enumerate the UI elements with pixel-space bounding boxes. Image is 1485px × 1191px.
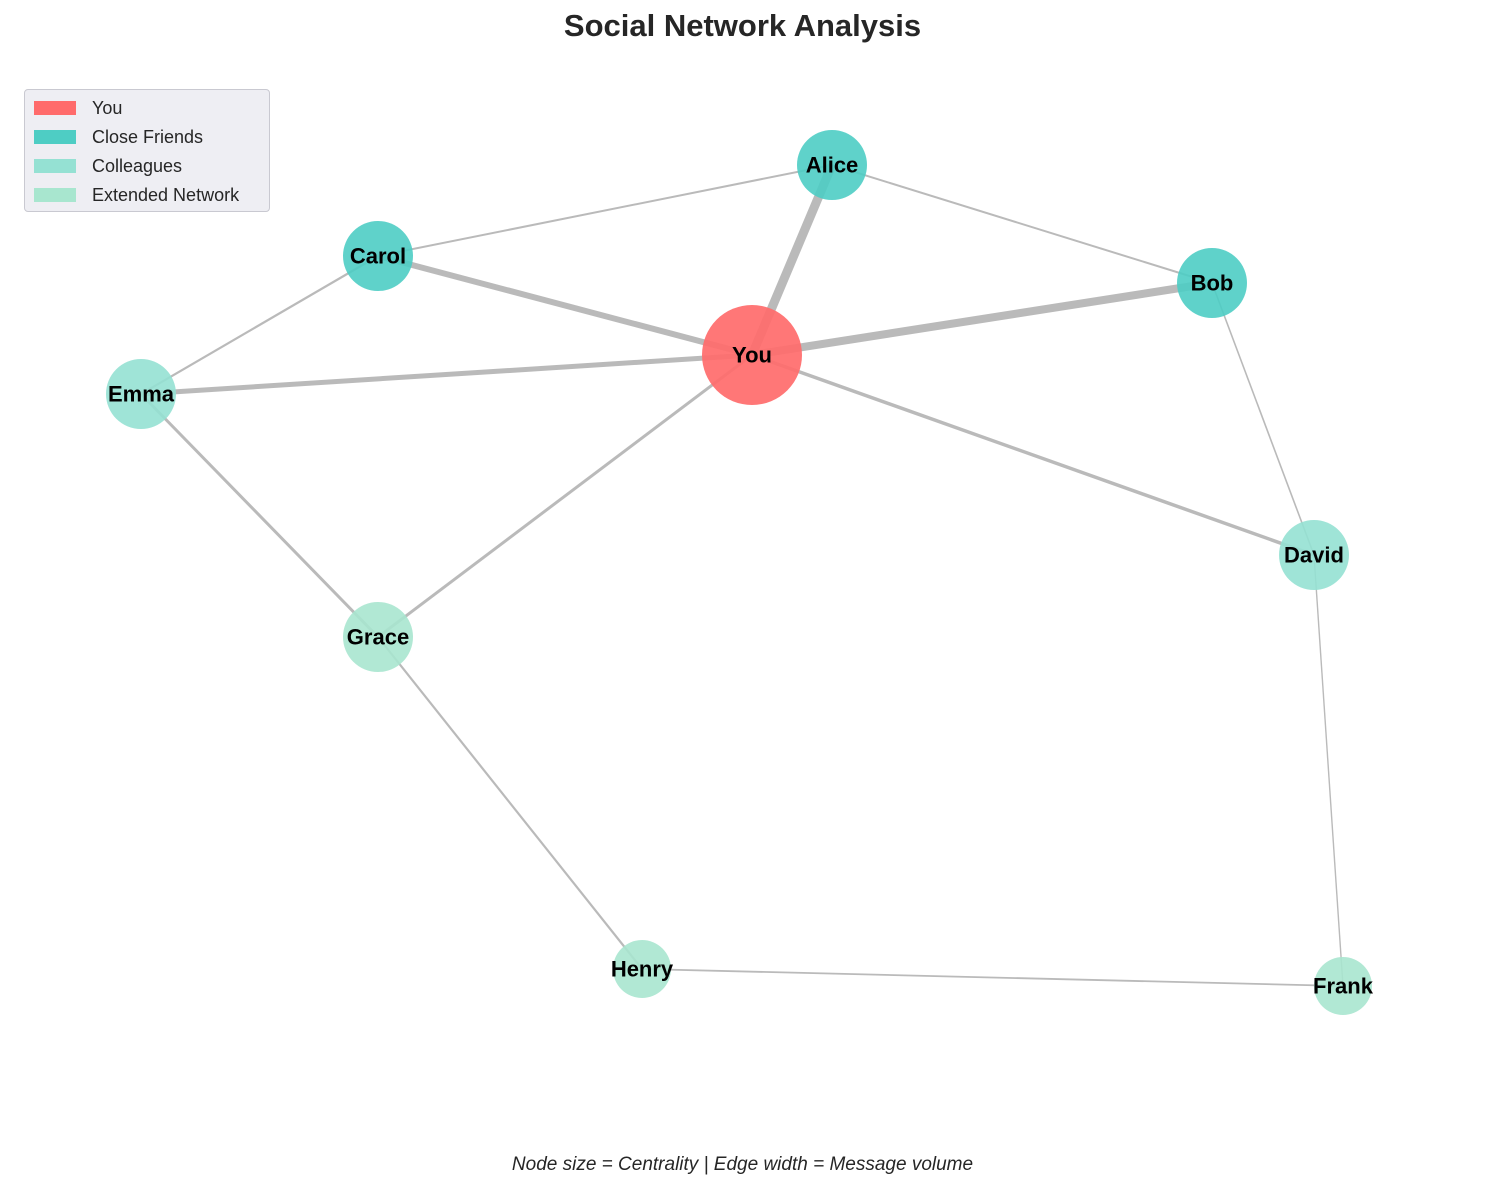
- node-label: Grace: [347, 625, 409, 650]
- node-circle: [702, 305, 802, 405]
- node-circle: [106, 359, 176, 429]
- legend-item-colleagues: Colleagues: [34, 154, 182, 178]
- edge-alice-bob: [831, 164, 1213, 284]
- node-label: Henry: [611, 957, 674, 982]
- edge-you-grace: [377, 353, 753, 639]
- edge-you-bob: [751, 279, 1213, 359]
- edge-you-carol: [377, 253, 753, 358]
- node-label: Frank: [1313, 974, 1374, 999]
- node-alice: Alice: [797, 130, 867, 200]
- legend-item-extended-network: Extended Network: [34, 183, 239, 207]
- legend-label: Extended Network: [92, 184, 240, 205]
- legend-item-you: You: [34, 96, 122, 120]
- node-circle: [797, 130, 867, 200]
- legend-swatch: [34, 159, 76, 173]
- legend-label: You: [92, 97, 123, 118]
- node-frank: Frank: [1313, 957, 1374, 1015]
- node-circle: [343, 221, 413, 291]
- edge-henry-frank: [641, 968, 1344, 987]
- legend-label: Close Friends: [92, 126, 204, 147]
- node-circle: [613, 940, 671, 998]
- node-you: You: [702, 305, 802, 405]
- edge-grace-henry: [377, 636, 643, 970]
- edge-bob-david: [1211, 282, 1315, 556]
- edge-emma-grace: [139, 392, 380, 639]
- node-grace: Grace: [343, 602, 413, 672]
- node-circle: [343, 602, 413, 672]
- node-henry: Henry: [611, 940, 674, 998]
- node-carol: Carol: [343, 221, 413, 291]
- chart-title: Social Network Analysis: [563, 8, 922, 43]
- node-bob: Bob: [1177, 248, 1247, 318]
- edge-alice-carol: [377, 164, 833, 257]
- legend-item-close-friends: Close Friends: [34, 125, 203, 149]
- caption: Node size = Centrality | Edge width = Me…: [511, 1154, 974, 1175]
- node-label: Emma: [108, 382, 175, 407]
- edge-carol-emma: [140, 255, 379, 395]
- node-label: Bob: [1191, 271, 1234, 296]
- legend-swatch: [34, 188, 76, 202]
- edges-layer: [139, 163, 1344, 987]
- node-circle: [1314, 957, 1372, 1015]
- edge-you-david: [751, 353, 1315, 557]
- edge-you-emma: [140, 352, 753, 397]
- legend-swatch: [34, 130, 76, 144]
- node-label: Carol: [350, 244, 406, 269]
- legend-label: Colleagues: [92, 155, 183, 176]
- edge-david-frank: [1313, 554, 1344, 987]
- node-circle: [1279, 520, 1349, 590]
- node-emma: Emma: [106, 359, 176, 429]
- legend-swatch: [34, 101, 76, 115]
- node-david: David: [1279, 520, 1349, 590]
- node-label: You: [732, 343, 772, 368]
- node-circle: [1177, 248, 1247, 318]
- node-label: David: [1284, 543, 1344, 568]
- node-label: Alice: [806, 153, 859, 178]
- legend: You Close Friends Colleagues Extended Ne…: [24, 89, 270, 212]
